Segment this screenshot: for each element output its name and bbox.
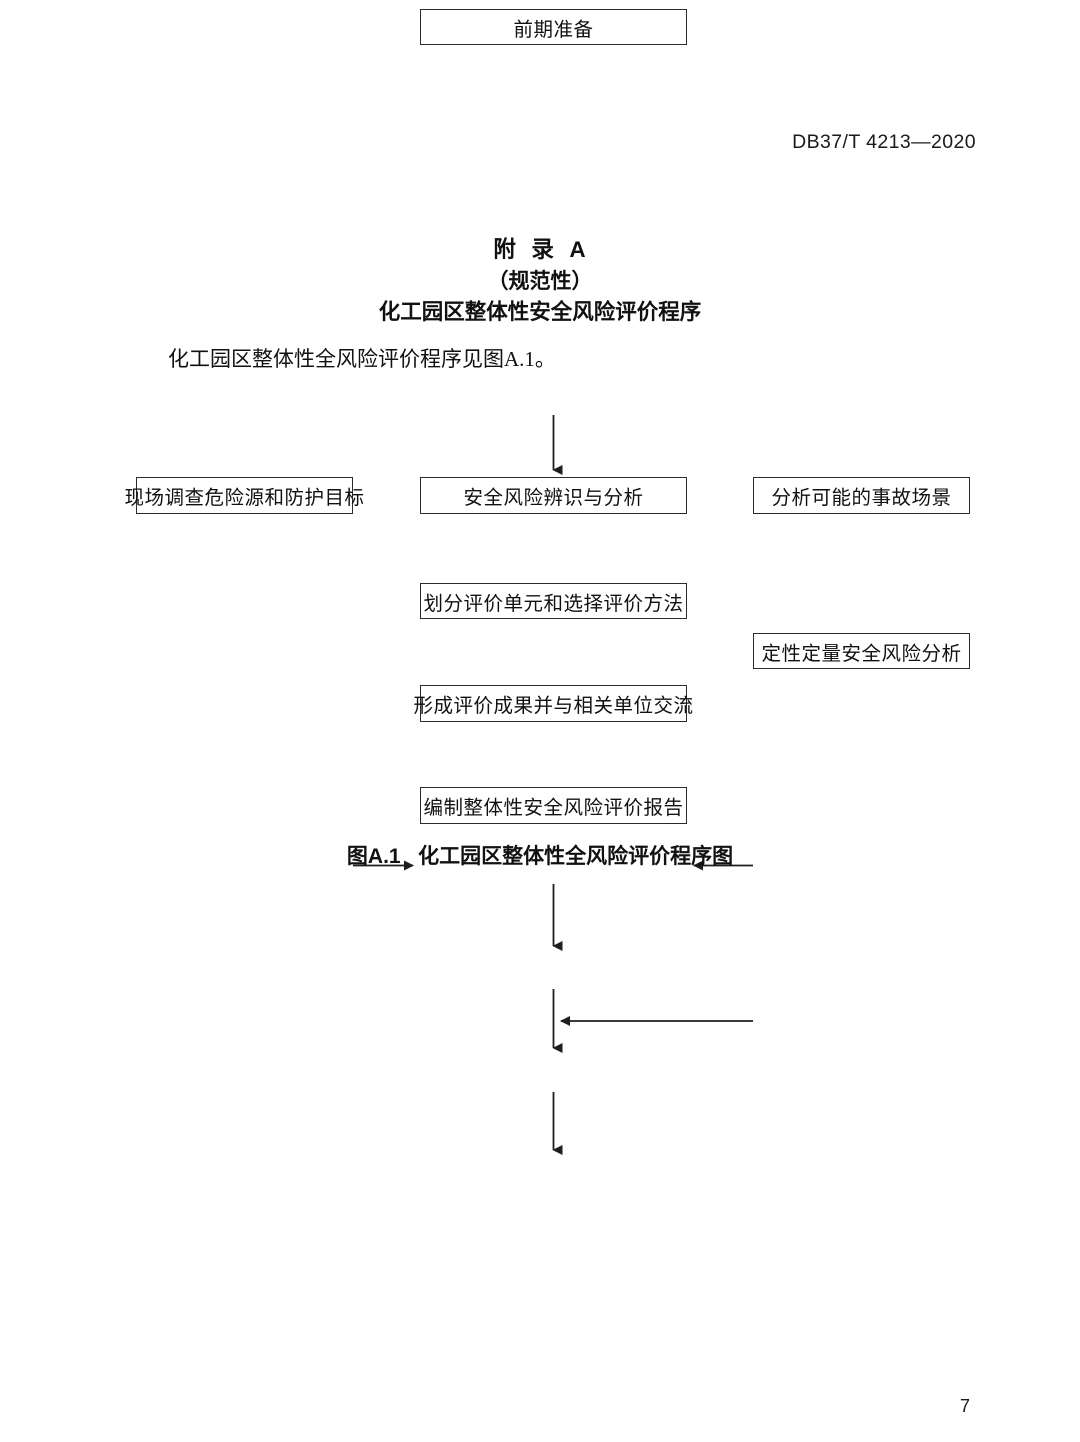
intro-paragraph: 化工园区整体性全风险评价程序见图A.1。: [168, 347, 556, 371]
flow-node-unit: 划分评价单元和选择评价方法: [420, 583, 687, 619]
annex-subtitle: （规范性）: [487, 270, 593, 293]
flow-node-identify: 安全风险辨识与分析: [420, 477, 687, 514]
page-number: 7: [959, 1396, 970, 1416]
flowchart: 前期准备 现场调查危险源和防护目标 安全风险辨识与分析 分析可能的事故场景 划分…: [0, 9, 1080, 830]
flow-node-result: 形成评价成果并与相关单位交流: [414, 685, 693, 722]
flow-node-quant: 定性定量安全风险分析: [753, 633, 970, 669]
flow-node-prep: 前期准备: [420, 9, 687, 45]
annex-name: 化工园区整体性安全风险评价程序: [378, 300, 702, 324]
flow-node-survey: 现场调查危险源和防护目标: [125, 477, 364, 514]
figure-caption: 图A.1 化工园区整体性全风险评价程序图: [346, 845, 734, 868]
annex-title: 附 录 A: [493, 237, 587, 262]
document-header-code: DB37/T 4213—2020: [792, 131, 976, 153]
flow-node-report: 编制整体性安全风险评价报告: [420, 787, 687, 824]
flow-node-scenario: 分析可能的事故场景: [753, 477, 970, 514]
